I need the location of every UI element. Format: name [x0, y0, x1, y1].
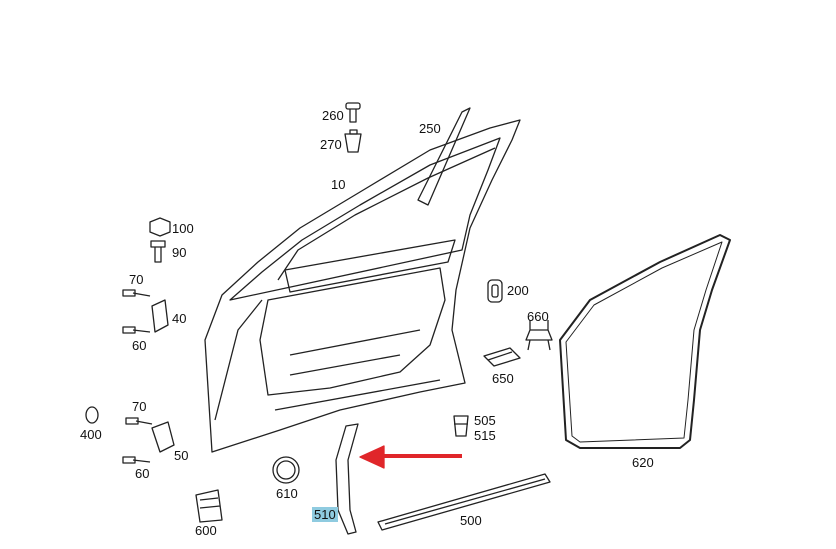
screw-part-70-lower: [125, 417, 153, 425]
grommet-part-400: [85, 406, 99, 424]
bracket-part-40: [151, 299, 169, 333]
label-200: 200: [507, 283, 529, 298]
label-650: 650: [492, 371, 514, 386]
stopper-part-650: [483, 347, 521, 367]
label-510-highlighted: 510: [312, 507, 338, 522]
label-260: 260: [322, 108, 344, 123]
window-strip-part-250: [417, 107, 471, 206]
door-seal-part-620: [559, 234, 731, 449]
screw-part-60-upper: [122, 326, 151, 334]
label-660: 660: [527, 309, 549, 324]
trim-part-510: [335, 423, 359, 535]
label-400: 400: [80, 427, 102, 442]
bracket-part-50: [151, 421, 175, 453]
label-610: 610: [276, 486, 298, 501]
nut-part-100: [149, 217, 171, 237]
screw-part-70-upper: [122, 289, 151, 297]
handle-part-200: [487, 279, 503, 303]
label-10: 10: [331, 177, 346, 192]
label-500: 500: [460, 513, 482, 528]
label-270: 270: [320, 137, 342, 152]
screw-part-60-lower: [122, 456, 151, 464]
label-620: 620: [632, 455, 654, 470]
label-90: 90: [172, 245, 187, 260]
label-250: 250: [419, 121, 441, 136]
label-50: 50: [174, 448, 189, 463]
label-40: 40: [172, 311, 187, 326]
clip-part-270: [344, 129, 362, 153]
label-515: 515: [474, 428, 496, 443]
label-505: 505: [474, 413, 496, 428]
door-shell-part-10: [204, 119, 521, 453]
bolt-part-260: [345, 102, 361, 123]
label-100: 100: [172, 221, 194, 236]
sill-strip-part-500: [377, 473, 551, 531]
label-600: 600: [195, 523, 217, 538]
clip-part-505-515: [453, 415, 469, 437]
label-60-upper: 60: [132, 338, 147, 353]
red-arrow-pointer-icon: [359, 445, 462, 469]
label-60-lower: 60: [135, 466, 150, 481]
bolt-part-90: [150, 240, 166, 263]
label-70-lower: 70: [132, 399, 147, 414]
boot-part-600: [195, 489, 223, 523]
cap-part-610: [272, 456, 300, 484]
bracket-part-660: [525, 320, 553, 351]
label-70-upper: 70: [129, 272, 144, 287]
